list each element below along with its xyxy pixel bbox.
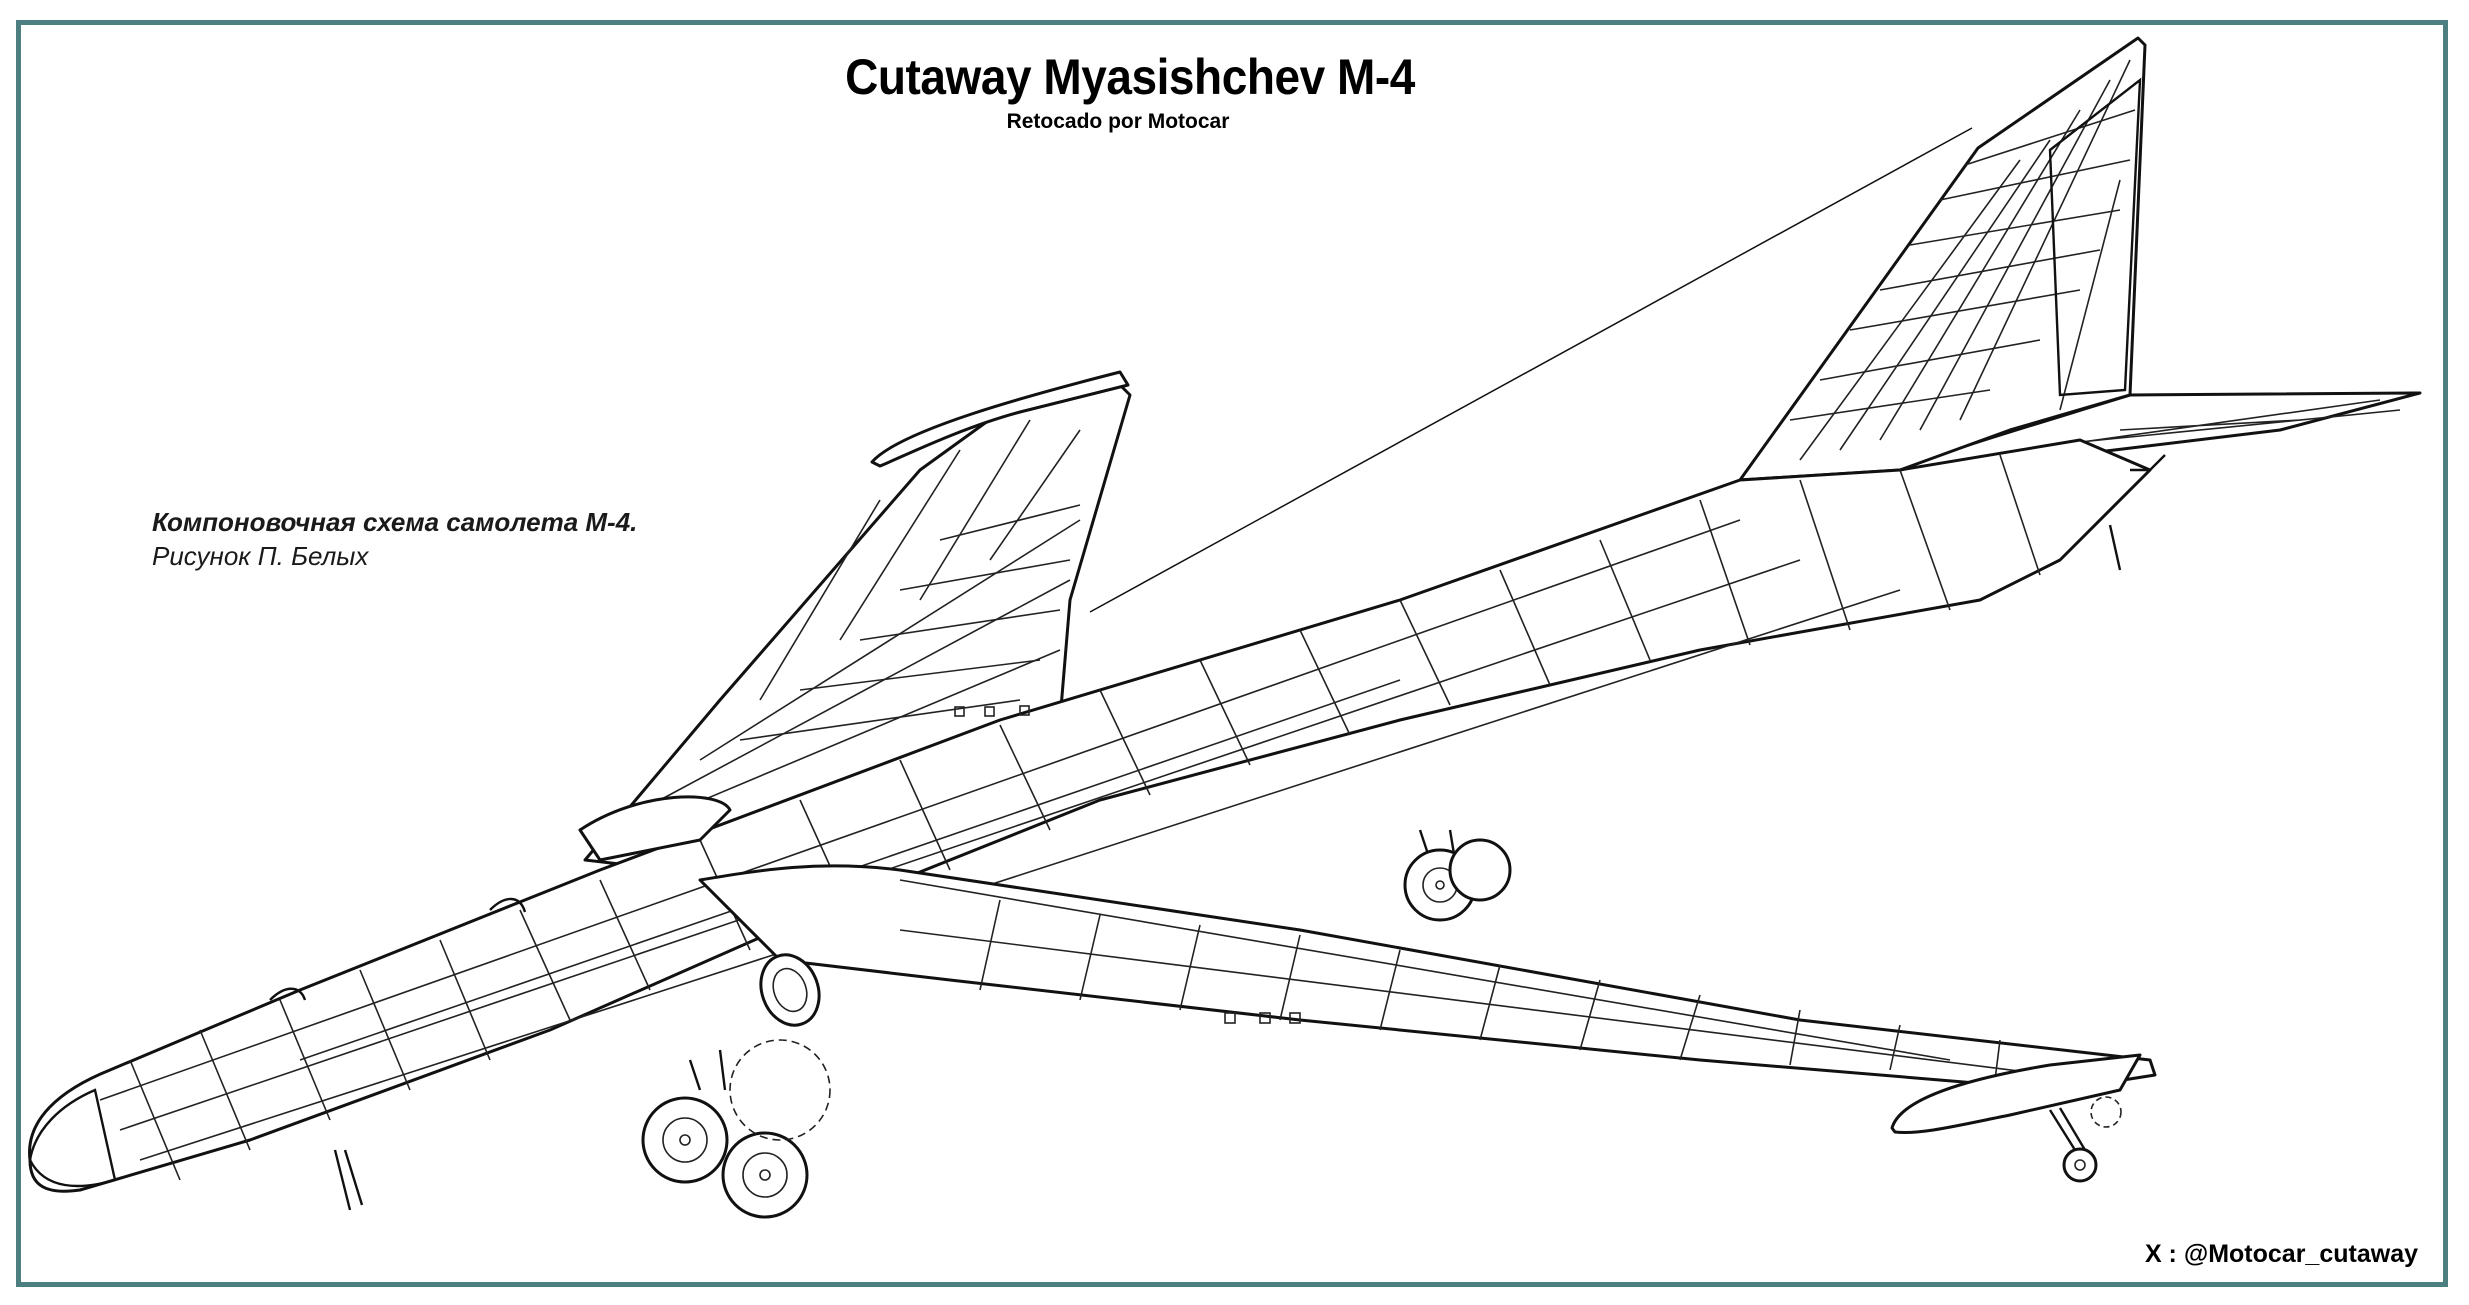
social-credit: X : @Motocar_cutaway <box>2144 1240 2418 1268</box>
page-subtitle: Retocado por Motocar <box>1006 110 1230 133</box>
vertical-fin <box>1738 36 2147 482</box>
main-landing-gear <box>333 829 1512 1219</box>
nose-glazing <box>28 1088 117 1188</box>
main-gear-front-wheel-2 <box>721 1131 809 1219</box>
engine-intakes <box>578 795 821 1027</box>
outrigger-gear <box>2048 1096 2122 1183</box>
wingtip-pod-starboard <box>1890 1053 2142 1135</box>
drawing-caption-title: Компоновочная схема самолета М-4. <box>152 507 638 537</box>
page-title: Cutaway Myasishchev M-4 <box>845 49 1415 105</box>
drawing-caption-author: Рисунок П. Белых <box>152 541 369 571</box>
fuselage <box>28 438 2152 1193</box>
main-gear-rear-wheel-2 <box>1448 838 1512 902</box>
starboard-wing <box>698 705 2157 1183</box>
wingtip-pod-port <box>870 370 1130 468</box>
main-gear-front-wheel-1 <box>641 1096 729 1184</box>
antenna-wire <box>1089 127 1973 613</box>
tail-gun-turret <box>2108 454 2166 571</box>
national-insignia-markings <box>954 705 1301 1024</box>
